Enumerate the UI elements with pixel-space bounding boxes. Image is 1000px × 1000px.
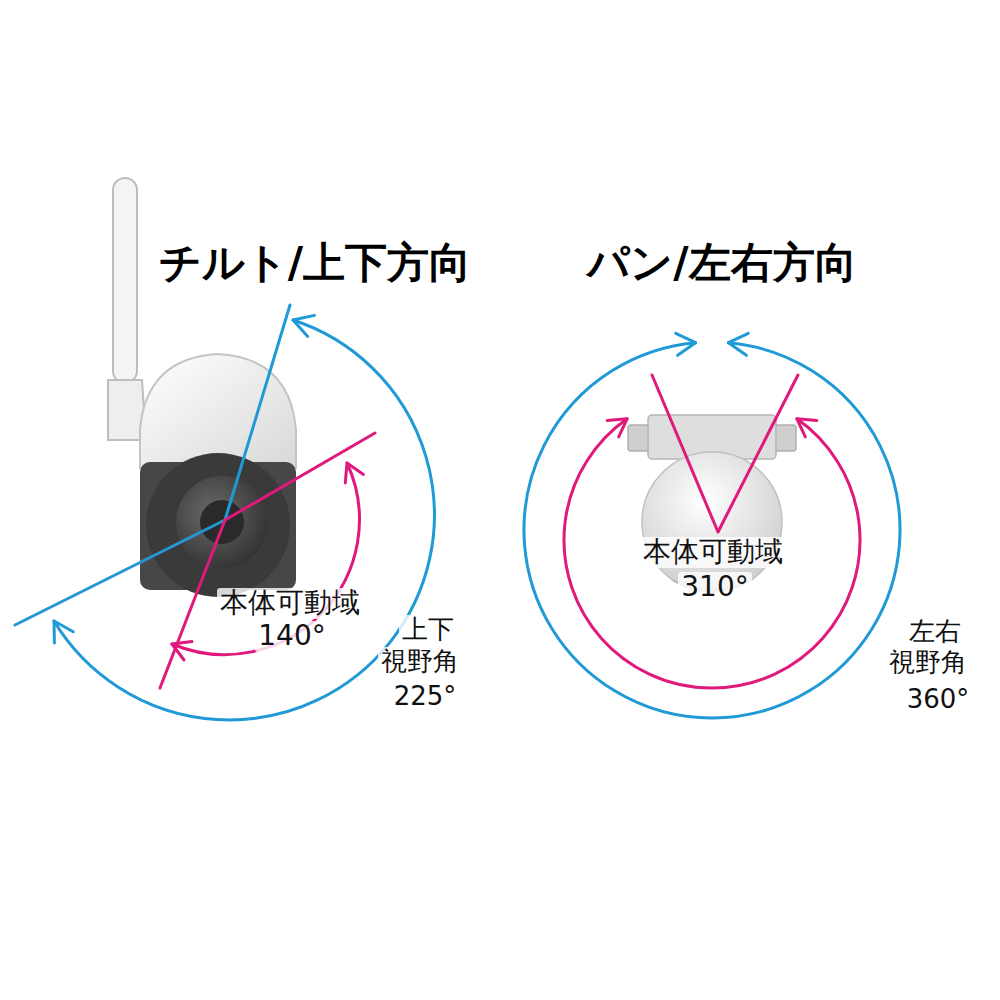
range-value: 310° <box>678 572 751 603</box>
pan-view-angle <box>524 333 900 718</box>
view-value: 360° <box>904 685 973 714</box>
view-label: 視野角 <box>378 647 462 676</box>
pan-body-range <box>564 375 860 688</box>
range-value: 140° <box>255 621 328 652</box>
view-value: 225° <box>391 682 460 711</box>
heading: チルト/上下方向 <box>156 240 474 286</box>
tilt-view-angle <box>15 305 434 720</box>
view-label: 上下 <box>399 615 457 644</box>
range-label: 本体可動域 <box>217 588 363 619</box>
camera-top-view <box>628 415 796 592</box>
tilt-body-range <box>160 433 375 688</box>
view-label: 視野角 <box>886 648 970 677</box>
view-label: 左右 <box>906 617 964 646</box>
range-label: 本体可動域 <box>640 537 786 568</box>
heading: パン/左右方向 <box>584 240 859 286</box>
